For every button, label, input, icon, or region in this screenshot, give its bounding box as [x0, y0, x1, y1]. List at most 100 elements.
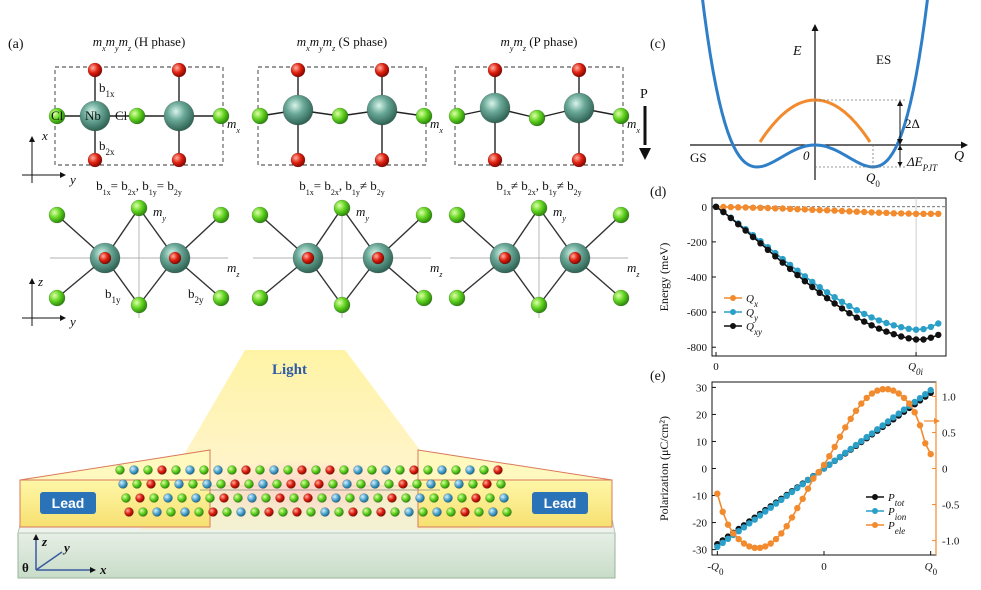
chain-atom — [202, 479, 212, 489]
series-pele-point — [911, 409, 918, 416]
chain-atom — [499, 493, 509, 503]
chain-atom — [398, 479, 408, 489]
chain-atom — [451, 465, 461, 475]
series-pele-point — [756, 544, 764, 551]
series-pele-point — [900, 394, 908, 402]
lead-right-label: Lead — [544, 495, 577, 511]
series-pele-point — [858, 400, 865, 407]
panel-label-a: (a) — [8, 37, 24, 52]
chain-atom — [247, 493, 257, 503]
series-qy-point — [846, 302, 853, 310]
x-tick-label: Q0 — [925, 561, 938, 577]
chain-atom — [124, 507, 134, 517]
series-pele-point — [740, 540, 748, 547]
mirror-mz-label: mz — [627, 260, 640, 279]
axis-label-Q: Q — [954, 149, 964, 164]
chain-atom — [404, 507, 414, 517]
nb-atom — [366, 94, 398, 126]
series-qy-point — [912, 326, 920, 333]
series-qy-point — [868, 314, 875, 321]
series-qxy-point — [831, 300, 838, 307]
series-qy-point — [920, 325, 927, 333]
series-pele-point — [746, 543, 753, 550]
chain-atom — [160, 479, 170, 489]
legend-marker — [872, 522, 878, 528]
series-qxy-point — [883, 328, 890, 335]
y-tick-label-right: 0 — [942, 464, 948, 476]
series-pele-point — [847, 415, 854, 422]
series-pele-point — [922, 440, 929, 447]
nb-atom — [563, 92, 595, 124]
y-tick-label-right: -1.0 — [942, 536, 960, 548]
o-atom — [371, 251, 385, 265]
series-pion-point — [900, 406, 908, 413]
y-tick-label: 30 — [696, 382, 708, 394]
bond-label-b2y: b2y — [188, 286, 204, 305]
panel-label-c: (c) — [650, 37, 666, 52]
chain-atom — [390, 507, 400, 517]
chain-atom — [345, 493, 355, 503]
o-atom — [87, 152, 103, 168]
chain-atom — [297, 465, 307, 475]
chain-atom — [292, 507, 302, 517]
chain-atom — [311, 465, 321, 475]
chain-atom — [437, 465, 447, 475]
chain-atom — [443, 493, 453, 503]
series-qx-point — [898, 210, 905, 217]
series-qx-point — [727, 203, 734, 211]
mirror-mx-label: mx — [430, 116, 443, 135]
series-pion-point — [746, 520, 753, 527]
chain-atom — [118, 479, 128, 489]
cl-atom — [415, 107, 433, 125]
series-qx-point — [764, 204, 772, 212]
chain-atom — [359, 493, 369, 503]
legend-marker — [730, 295, 736, 301]
series-pion-point — [922, 391, 929, 398]
legend-marker — [730, 323, 736, 329]
chain-atom — [278, 507, 288, 517]
series-pion-point — [836, 453, 844, 461]
axis-glyph-top: xy — [22, 128, 76, 187]
chain-atom — [457, 493, 467, 503]
legend-label: Qxy — [746, 321, 762, 337]
chain-atom — [381, 465, 391, 475]
chain-atom — [370, 479, 380, 489]
arrowhead — [60, 172, 66, 178]
o-atom — [487, 62, 503, 78]
chain-atom — [353, 465, 363, 475]
axis-pointer-head — [934, 418, 940, 424]
series-qxy-point — [905, 335, 912, 342]
chain-atom — [348, 507, 358, 517]
legend-marker — [872, 508, 878, 514]
series-pion-point — [895, 410, 902, 417]
chain-atom — [454, 479, 464, 489]
series-pele-point — [863, 394, 870, 402]
chain-atom — [334, 507, 344, 517]
symmetry-condition: b1x= b2x, b1y≠ b2y — [299, 178, 384, 197]
series-pele-point — [831, 443, 838, 451]
series-pion-point — [826, 461, 833, 468]
cl-atom — [333, 199, 351, 217]
arrowhead — [29, 278, 35, 284]
series-qy-point — [875, 317, 883, 324]
phase-title: mxmymz (H phase) — [93, 34, 186, 53]
o-atom — [290, 152, 306, 168]
series-pion-point — [762, 508, 769, 515]
chain-atom — [502, 507, 512, 517]
series-qxy-point — [890, 331, 897, 338]
atom-label-nb: Nb — [85, 108, 101, 123]
series-pion-point — [714, 543, 721, 551]
series-qx-point — [883, 209, 890, 217]
series-qy-point — [927, 323, 935, 331]
series-qx-point — [868, 209, 875, 216]
cl-atom — [528, 109, 546, 127]
cl-atom — [48, 107, 66, 125]
series-qx-point — [838, 207, 846, 215]
y-axis-label: Energy (meV) — [657, 243, 671, 312]
series-qxy-point — [749, 233, 757, 241]
chain-atom — [465, 465, 475, 475]
bond-label-b2x: b2x — [99, 138, 115, 157]
chain-atom — [208, 507, 218, 517]
